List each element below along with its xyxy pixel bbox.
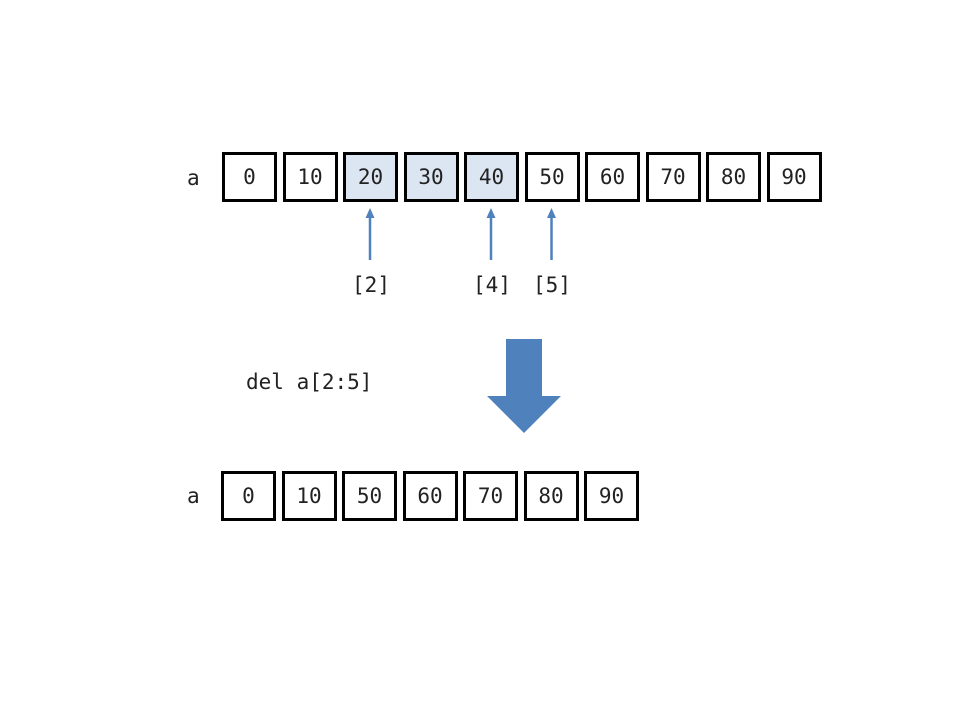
array-cell: 70 — [645, 152, 701, 202]
index-label-2: [2] — [352, 273, 390, 297]
pointer-arrow-head — [486, 208, 496, 218]
array-cell: 10 — [281, 471, 337, 521]
big-down-arrow — [487, 339, 561, 433]
array-cell: 0 — [221, 471, 276, 521]
array-cell: 90 — [766, 152, 822, 202]
pointer-arrow-head — [365, 208, 375, 218]
array-cell: 80 — [706, 152, 761, 202]
array-cell: 10 — [282, 152, 338, 202]
top-array-label: a — [187, 166, 200, 190]
array-cell: 40 — [464, 152, 519, 202]
bottom-array-label: a — [187, 484, 200, 508]
array-cell: 30 — [403, 152, 459, 202]
array-cell: 20 — [343, 152, 398, 202]
array-cell: 0 — [222, 152, 277, 202]
index-pointer-arrows — [365, 208, 556, 260]
array-cell: 50 — [342, 471, 397, 521]
array-cell: 70 — [463, 471, 518, 521]
pointer-arrow-head — [547, 208, 556, 218]
array-cell: 60 — [585, 152, 640, 202]
array-cell: 50 — [524, 152, 580, 202]
array-cell: 60 — [402, 471, 458, 521]
array-cell: 80 — [523, 471, 579, 521]
index-label-4: [4] — [473, 273, 511, 297]
code-statement: del a[2:5] — [246, 370, 373, 394]
index-label-5: [5] — [533, 273, 571, 297]
array-cell: 90 — [584, 471, 639, 521]
